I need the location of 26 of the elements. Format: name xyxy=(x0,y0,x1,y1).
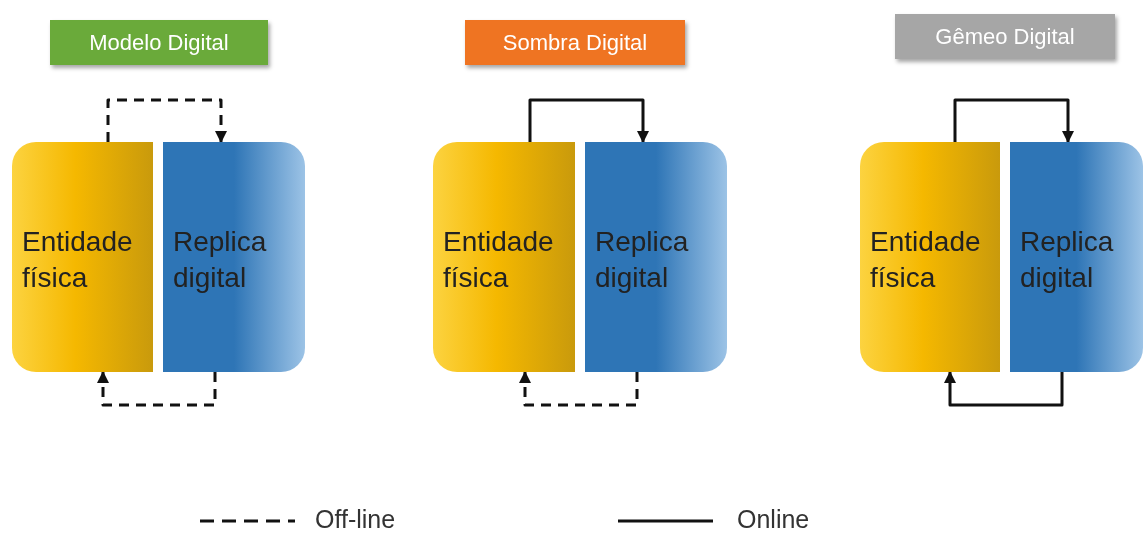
title-box xyxy=(50,20,268,65)
title-box xyxy=(895,14,1115,59)
arrow xyxy=(528,98,649,143)
legend-text: Online xyxy=(737,505,810,533)
entity-box xyxy=(860,142,1000,372)
node-text: Entidade física xyxy=(443,225,555,295)
entity-box xyxy=(12,142,153,372)
arrow xyxy=(106,98,227,143)
arrow xyxy=(97,371,217,407)
title-text: Gêmeo Digital xyxy=(935,23,1075,50)
arrow xyxy=(519,371,639,407)
node-text: Entidade física xyxy=(22,225,134,295)
replica-box xyxy=(585,142,727,372)
replica-box xyxy=(163,142,305,372)
replica-box xyxy=(1010,142,1143,372)
node-text: Entidade física xyxy=(870,225,982,295)
node-text: Replica digital xyxy=(173,225,268,295)
node-text: Replica digital xyxy=(1020,225,1115,295)
entity-box xyxy=(433,142,575,372)
title-text: Modelo Digital xyxy=(89,29,229,56)
title-box xyxy=(465,20,685,65)
title-text: Sombra Digital xyxy=(502,29,648,56)
arrow xyxy=(944,371,1064,407)
legend-text: Off-line xyxy=(315,505,396,533)
arrow xyxy=(953,98,1074,143)
node-text: Replica digital xyxy=(595,225,690,295)
